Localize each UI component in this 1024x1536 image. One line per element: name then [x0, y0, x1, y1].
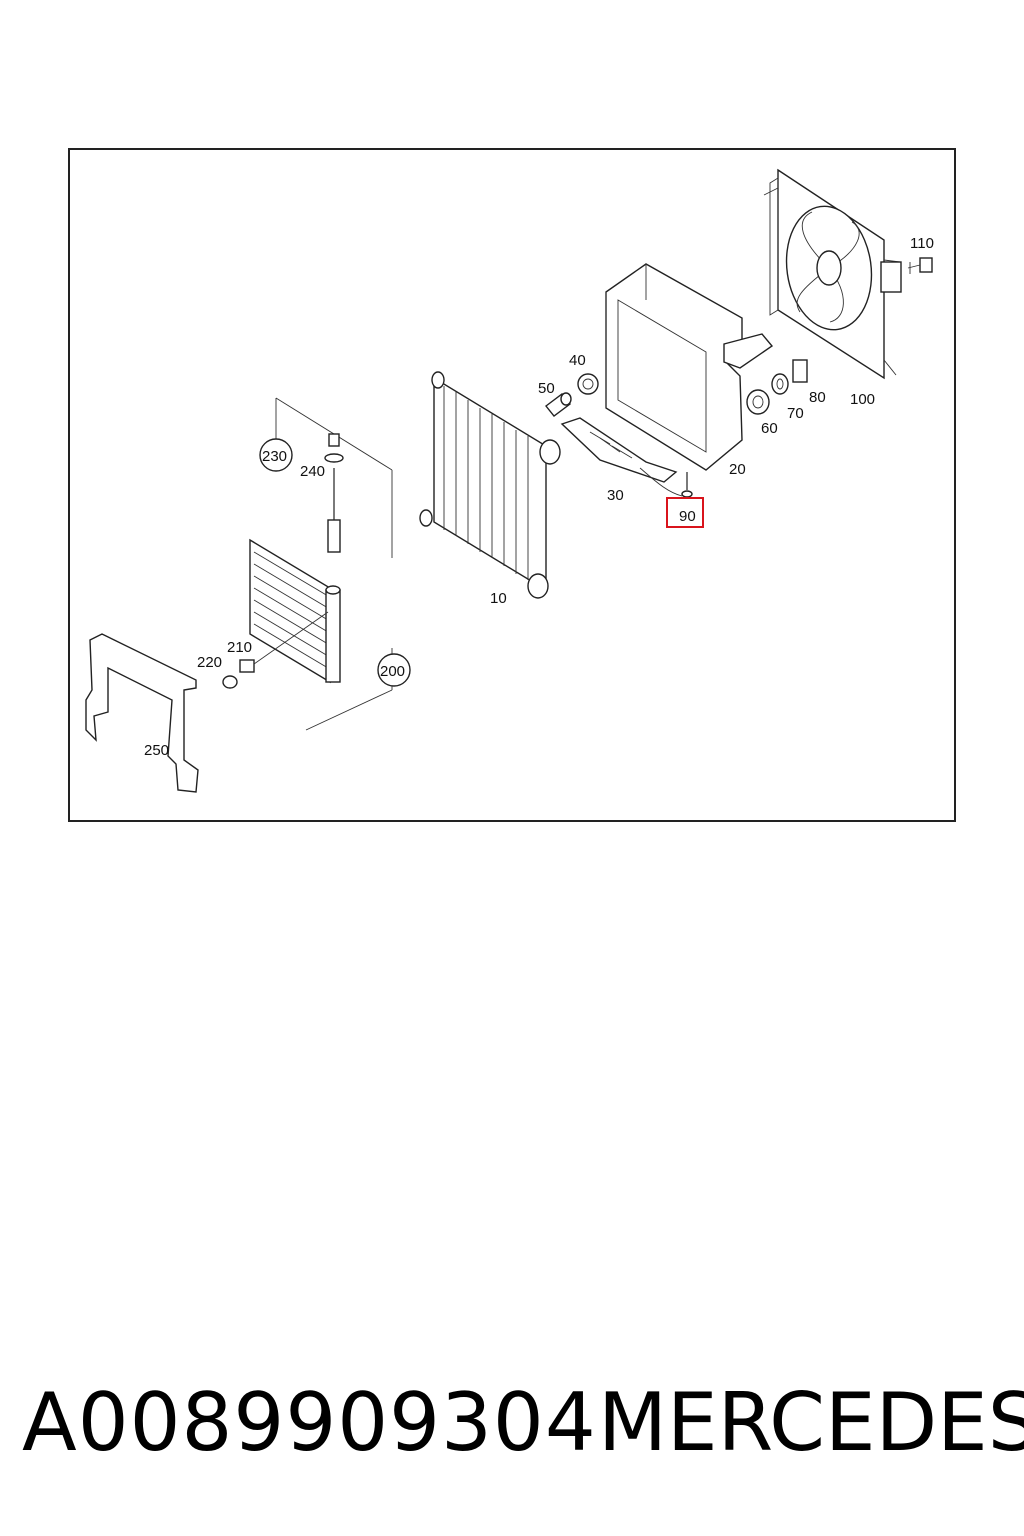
callout-250: 250 [144, 742, 169, 759]
exploded-parts-diagram: 10 20 30 40 50 60 70 80 90 100 110 200 2… [85, 168, 934, 793]
callout-circle-230 [259, 438, 293, 472]
condenser-part [249, 538, 341, 684]
callout-210: 210 [227, 639, 252, 656]
part-number: A0089909304 [22, 1376, 597, 1469]
brand-name: MERCEDES [598, 1376, 1024, 1469]
callout-220: 220 [197, 654, 222, 671]
callout-circle-200 [377, 653, 411, 687]
air-guide-part [560, 417, 683, 497]
callout-10: 10 [490, 590, 507, 607]
sleeve-part [545, 392, 572, 417]
footer: A0089909304 MERCEDES [0, 1368, 1024, 1478]
callout-90: 90 [679, 508, 696, 525]
plug-part [222, 611, 329, 689]
clip-part [792, 359, 808, 383]
callout-240: 240 [300, 463, 325, 480]
callout-50: 50 [538, 380, 555, 397]
highlight-box [666, 497, 704, 528]
bolt-part [681, 472, 693, 498]
callout-30: 30 [607, 487, 624, 504]
callout-60: 60 [761, 420, 778, 437]
callout-20: 20 [729, 461, 746, 478]
frame-part [605, 263, 774, 471]
callout-100: 100 [850, 391, 875, 408]
fan-shroud-part [763, 168, 902, 380]
screw-part [907, 257, 933, 274]
grommet-part [746, 389, 770, 415]
callout-200: 200 [380, 663, 405, 680]
callout-110: 110 [910, 235, 934, 252]
callout-80: 80 [809, 389, 826, 406]
bracket-part [85, 633, 199, 793]
callout-70: 70 [787, 405, 804, 422]
callout-40: 40 [569, 352, 586, 369]
callout-230: 230 [262, 448, 287, 465]
washer-part [771, 373, 789, 395]
dryer-cartridge-part [324, 433, 344, 553]
diagram-frame [68, 148, 956, 822]
grommet-part [577, 373, 599, 395]
radiator-part [419, 371, 561, 599]
